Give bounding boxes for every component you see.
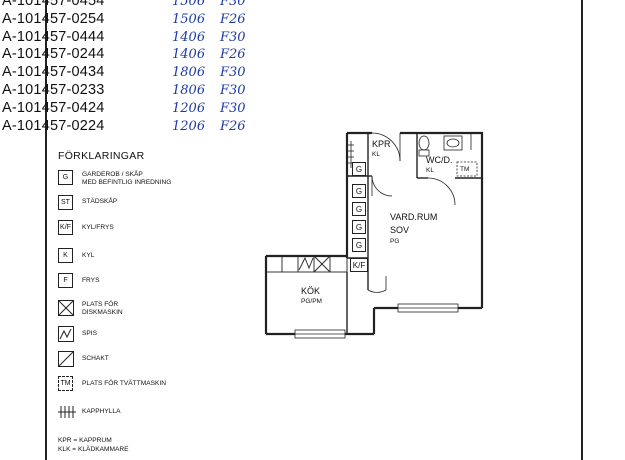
unit-id: A-101457-0454 bbox=[2, 0, 105, 9]
legend-text: FRYS bbox=[82, 277, 100, 284]
page-frame-right bbox=[581, 0, 583, 460]
room-label-vardrum: VARD.RUM bbox=[390, 212, 438, 222]
handwritten-note: 1806 bbox=[172, 65, 206, 81]
legend-text: SCHAKT bbox=[82, 355, 109, 362]
legend-text: KYL bbox=[82, 252, 95, 259]
tvattmaskin-icon: TM bbox=[58, 376, 73, 391]
handwritten-note: F30 bbox=[220, 29, 246, 45]
handwritten-note: F30 bbox=[220, 0, 246, 9]
room-sublabel-wc-kl: KL bbox=[426, 167, 434, 174]
abbreviation-kpr: KPR = KAPPRUM bbox=[58, 437, 112, 444]
room-sublabel-vardrum: PG bbox=[390, 238, 400, 245]
legend-title: FÖRKLARINGAR bbox=[58, 150, 145, 162]
schakt-icon bbox=[58, 351, 74, 367]
spis-icon bbox=[58, 326, 74, 342]
handwritten-note: 1506 bbox=[172, 11, 206, 27]
diskmaskin-icon bbox=[58, 300, 74, 316]
handwritten-note: 1406 bbox=[172, 47, 206, 63]
stadskap-icon: ST bbox=[58, 195, 73, 210]
handwritten-note: 1206 bbox=[172, 118, 206, 134]
room-label-sov: SOV bbox=[390, 225, 410, 235]
garderob-icon: G bbox=[352, 238, 366, 252]
abbreviation-klk: KLK = KLÄDKAMMARE bbox=[58, 446, 129, 453]
handwritten-note: F26 bbox=[220, 11, 246, 27]
room-label-kpr: KPR bbox=[372, 139, 391, 149]
unit-id: A-101457-0254 bbox=[2, 10, 105, 27]
handwritten-note: F26 bbox=[220, 118, 246, 134]
garderob-icon: G bbox=[352, 220, 366, 234]
unit-id: A-101457-0444 bbox=[2, 28, 105, 45]
handwritten-note: 1806 bbox=[172, 82, 206, 98]
unit-id: A-101457-0424 bbox=[2, 99, 105, 116]
room-label-wc: WC/D. bbox=[426, 155, 453, 165]
unit-id: A-101457-0224 bbox=[2, 117, 105, 134]
kyl-icon: K bbox=[58, 248, 73, 263]
handwritten-note: 1206 bbox=[172, 100, 206, 116]
unit-id: A-101457-0434 bbox=[2, 64, 105, 81]
legend-text: GARDEROB / SKÅP MED BEFINTLIG INREDNING bbox=[82, 171, 172, 186]
handwritten-note: F30 bbox=[220, 65, 246, 81]
legend-text: STÄDSKÅP bbox=[82, 198, 118, 205]
kylfrys-icon: K/F bbox=[58, 220, 73, 235]
handwritten-note: F30 bbox=[220, 100, 246, 116]
handwritten-note: F30 bbox=[220, 82, 246, 98]
garderob-icon: G bbox=[352, 184, 366, 198]
frys-icon: F bbox=[58, 273, 73, 288]
legend-text: PLATS FÖR DISKMASKIN bbox=[82, 301, 123, 316]
handwritten-note: F26 bbox=[220, 47, 246, 63]
room-sublabel-kok: PG/PM bbox=[301, 298, 322, 305]
handwritten-note: 1506 bbox=[172, 0, 206, 9]
room-label-kok: KÖK bbox=[301, 286, 321, 296]
unit-id: A-101457-0233 bbox=[2, 81, 105, 98]
room-sublabel-kpr: KL bbox=[372, 151, 380, 158]
legend-text: KYL/FRYS bbox=[82, 224, 114, 231]
garderob-icon: G bbox=[58, 170, 73, 185]
page-frame-left bbox=[45, 0, 47, 460]
legend-text: PLATS FÖR TVÄTTMASKIN bbox=[82, 380, 167, 387]
room-sublabel-wc-tm: TM bbox=[460, 166, 470, 173]
garderob-icon: G bbox=[352, 202, 366, 216]
unit-id: A-101457-0244 bbox=[2, 46, 105, 63]
kapphylla-icon bbox=[58, 406, 76, 418]
garderob-icon: G bbox=[352, 162, 366, 176]
legend-text: SPIS bbox=[82, 330, 98, 337]
handwritten-note: 1406 bbox=[172, 29, 206, 45]
legend-text: KAPPHYLLA bbox=[82, 408, 121, 415]
kylfrys-icon: K/F bbox=[350, 258, 368, 272]
